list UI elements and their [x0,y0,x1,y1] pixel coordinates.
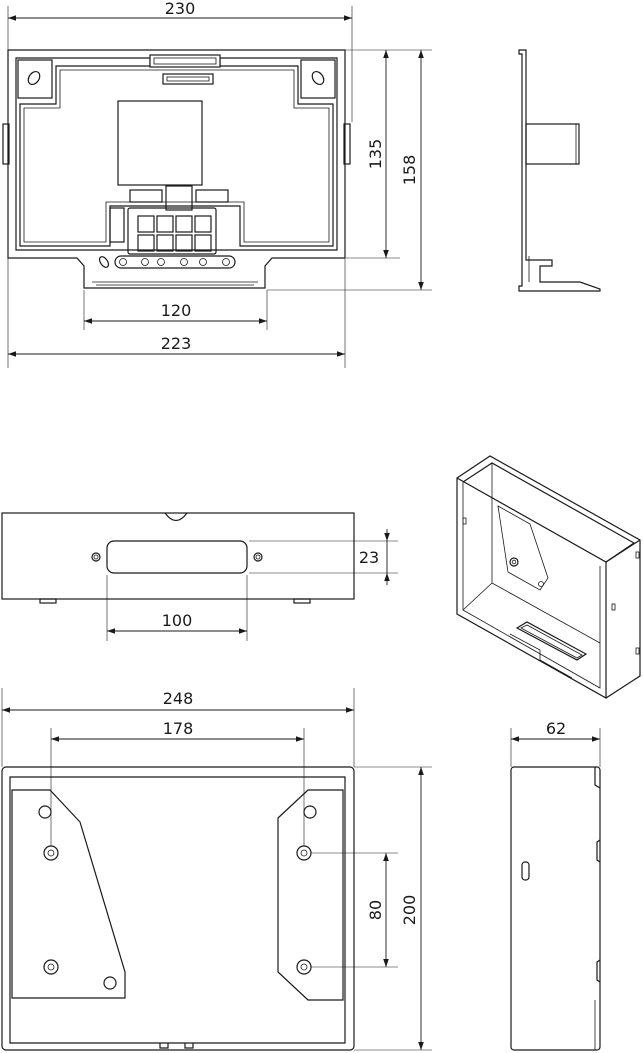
dim-120: 120 [161,301,192,320]
dim-23: 23 [359,548,379,567]
dim-62: 62 [546,719,566,738]
box-front-view: 248 178 80 200 [2,688,432,1050]
dim-100: 100 [162,611,193,630]
dim-135: 135 [366,139,385,170]
dim-178: 178 [163,719,194,738]
dim-200: 200 [400,895,419,926]
dim-80: 80 [366,900,385,920]
dim-223: 223 [161,334,192,353]
box-isometric-view [457,456,640,698]
dim-158: 158 [400,155,419,186]
plate-side-view [519,50,600,291]
dim-230: 230 [165,0,196,18]
box-side-view: 62 [511,719,600,1050]
dim-248: 248 [163,689,194,708]
plate-front-view: 230 120 223 135 158 [3,0,432,368]
box-top-view: 100 23 [2,513,398,641]
